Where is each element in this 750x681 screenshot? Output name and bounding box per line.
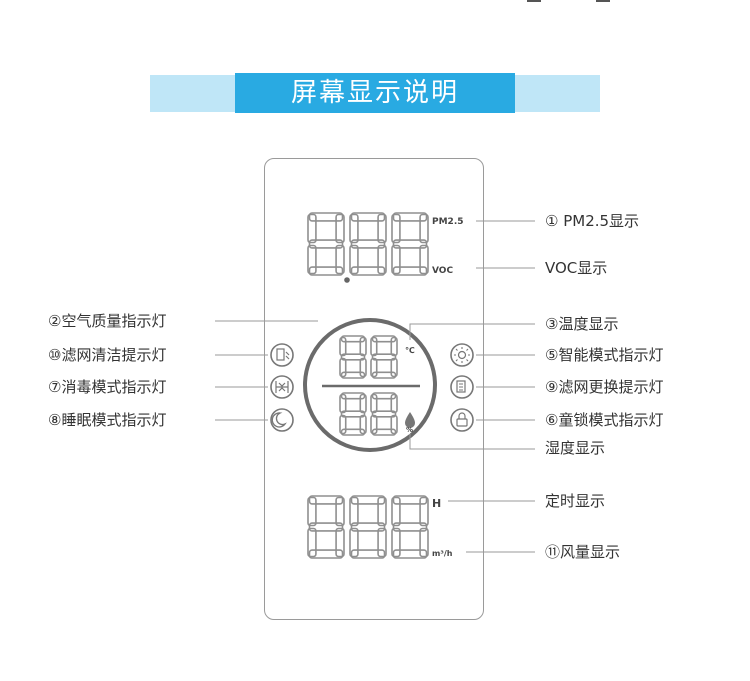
- label-timer-display: 定时显示: [545, 492, 606, 510]
- temperature-digit: [339, 335, 367, 379]
- smart-mode-icon: [450, 343, 474, 367]
- humidity-digit: [370, 392, 398, 436]
- label-air-quality-light: ②空气质量指示灯: [48, 312, 167, 330]
- airflow-unit: m³/h: [432, 549, 453, 558]
- top-divider-mark: [596, 0, 610, 2]
- child-lock-icon: [450, 408, 474, 432]
- timer-digit: [391, 495, 429, 559]
- filter-clean-icon: [270, 343, 294, 367]
- pm25-digit: [349, 212, 387, 276]
- label-airflow-display: ⑪风量显示: [545, 543, 621, 561]
- celsius-unit: ℃: [405, 346, 415, 355]
- timer-digit: [349, 495, 387, 559]
- display-panel: [264, 158, 484, 620]
- pm25-decimal-point: [344, 277, 350, 283]
- hour-unit: H: [432, 497, 441, 510]
- label-smart-mode-light: ⑤智能模式指示灯: [545, 346, 664, 364]
- label-filter-clean-light: ⑩滤网清洁提示灯: [48, 346, 167, 364]
- segment-digits: [307, 212, 429, 559]
- label-humidity-display: 湿度显示: [545, 439, 606, 457]
- humidity-digit: [339, 392, 367, 436]
- label-disinfect-light: ⑦消毒模式指示灯: [48, 378, 167, 396]
- label-filter-replace-light: ⑨滤网更换提示灯: [545, 378, 664, 396]
- pm25-digit: [391, 212, 429, 276]
- center-ring: [303, 318, 437, 452]
- sleep-icon: [270, 408, 294, 432]
- voc-unit: VOC: [432, 266, 453, 276]
- label-sleep-light: ⑧睡眠模式指示灯: [48, 411, 167, 429]
- filter-replace-icon: [450, 375, 474, 399]
- pm25-digit: [307, 212, 345, 276]
- label-pm25-display: ① PM2.5显示: [545, 212, 640, 230]
- humidity-drop-icon: %: [405, 412, 415, 434]
- top-divider-mark: [527, 0, 541, 2]
- timer-digit: [307, 495, 345, 559]
- leader-lines: [215, 220, 535, 553]
- temperature-digit: [370, 335, 398, 379]
- disinfect-icon: [270, 375, 294, 399]
- label-voc-display: VOC显示: [545, 259, 608, 277]
- pm25-unit: PM2.5: [432, 217, 464, 227]
- page-title: 屏幕显示说明: [235, 73, 515, 113]
- label-temperature-display: ③温度显示: [545, 315, 619, 333]
- percent-unit: %: [406, 426, 413, 434]
- label-child-lock-light: ⑥童锁模式指示灯: [545, 411, 664, 429]
